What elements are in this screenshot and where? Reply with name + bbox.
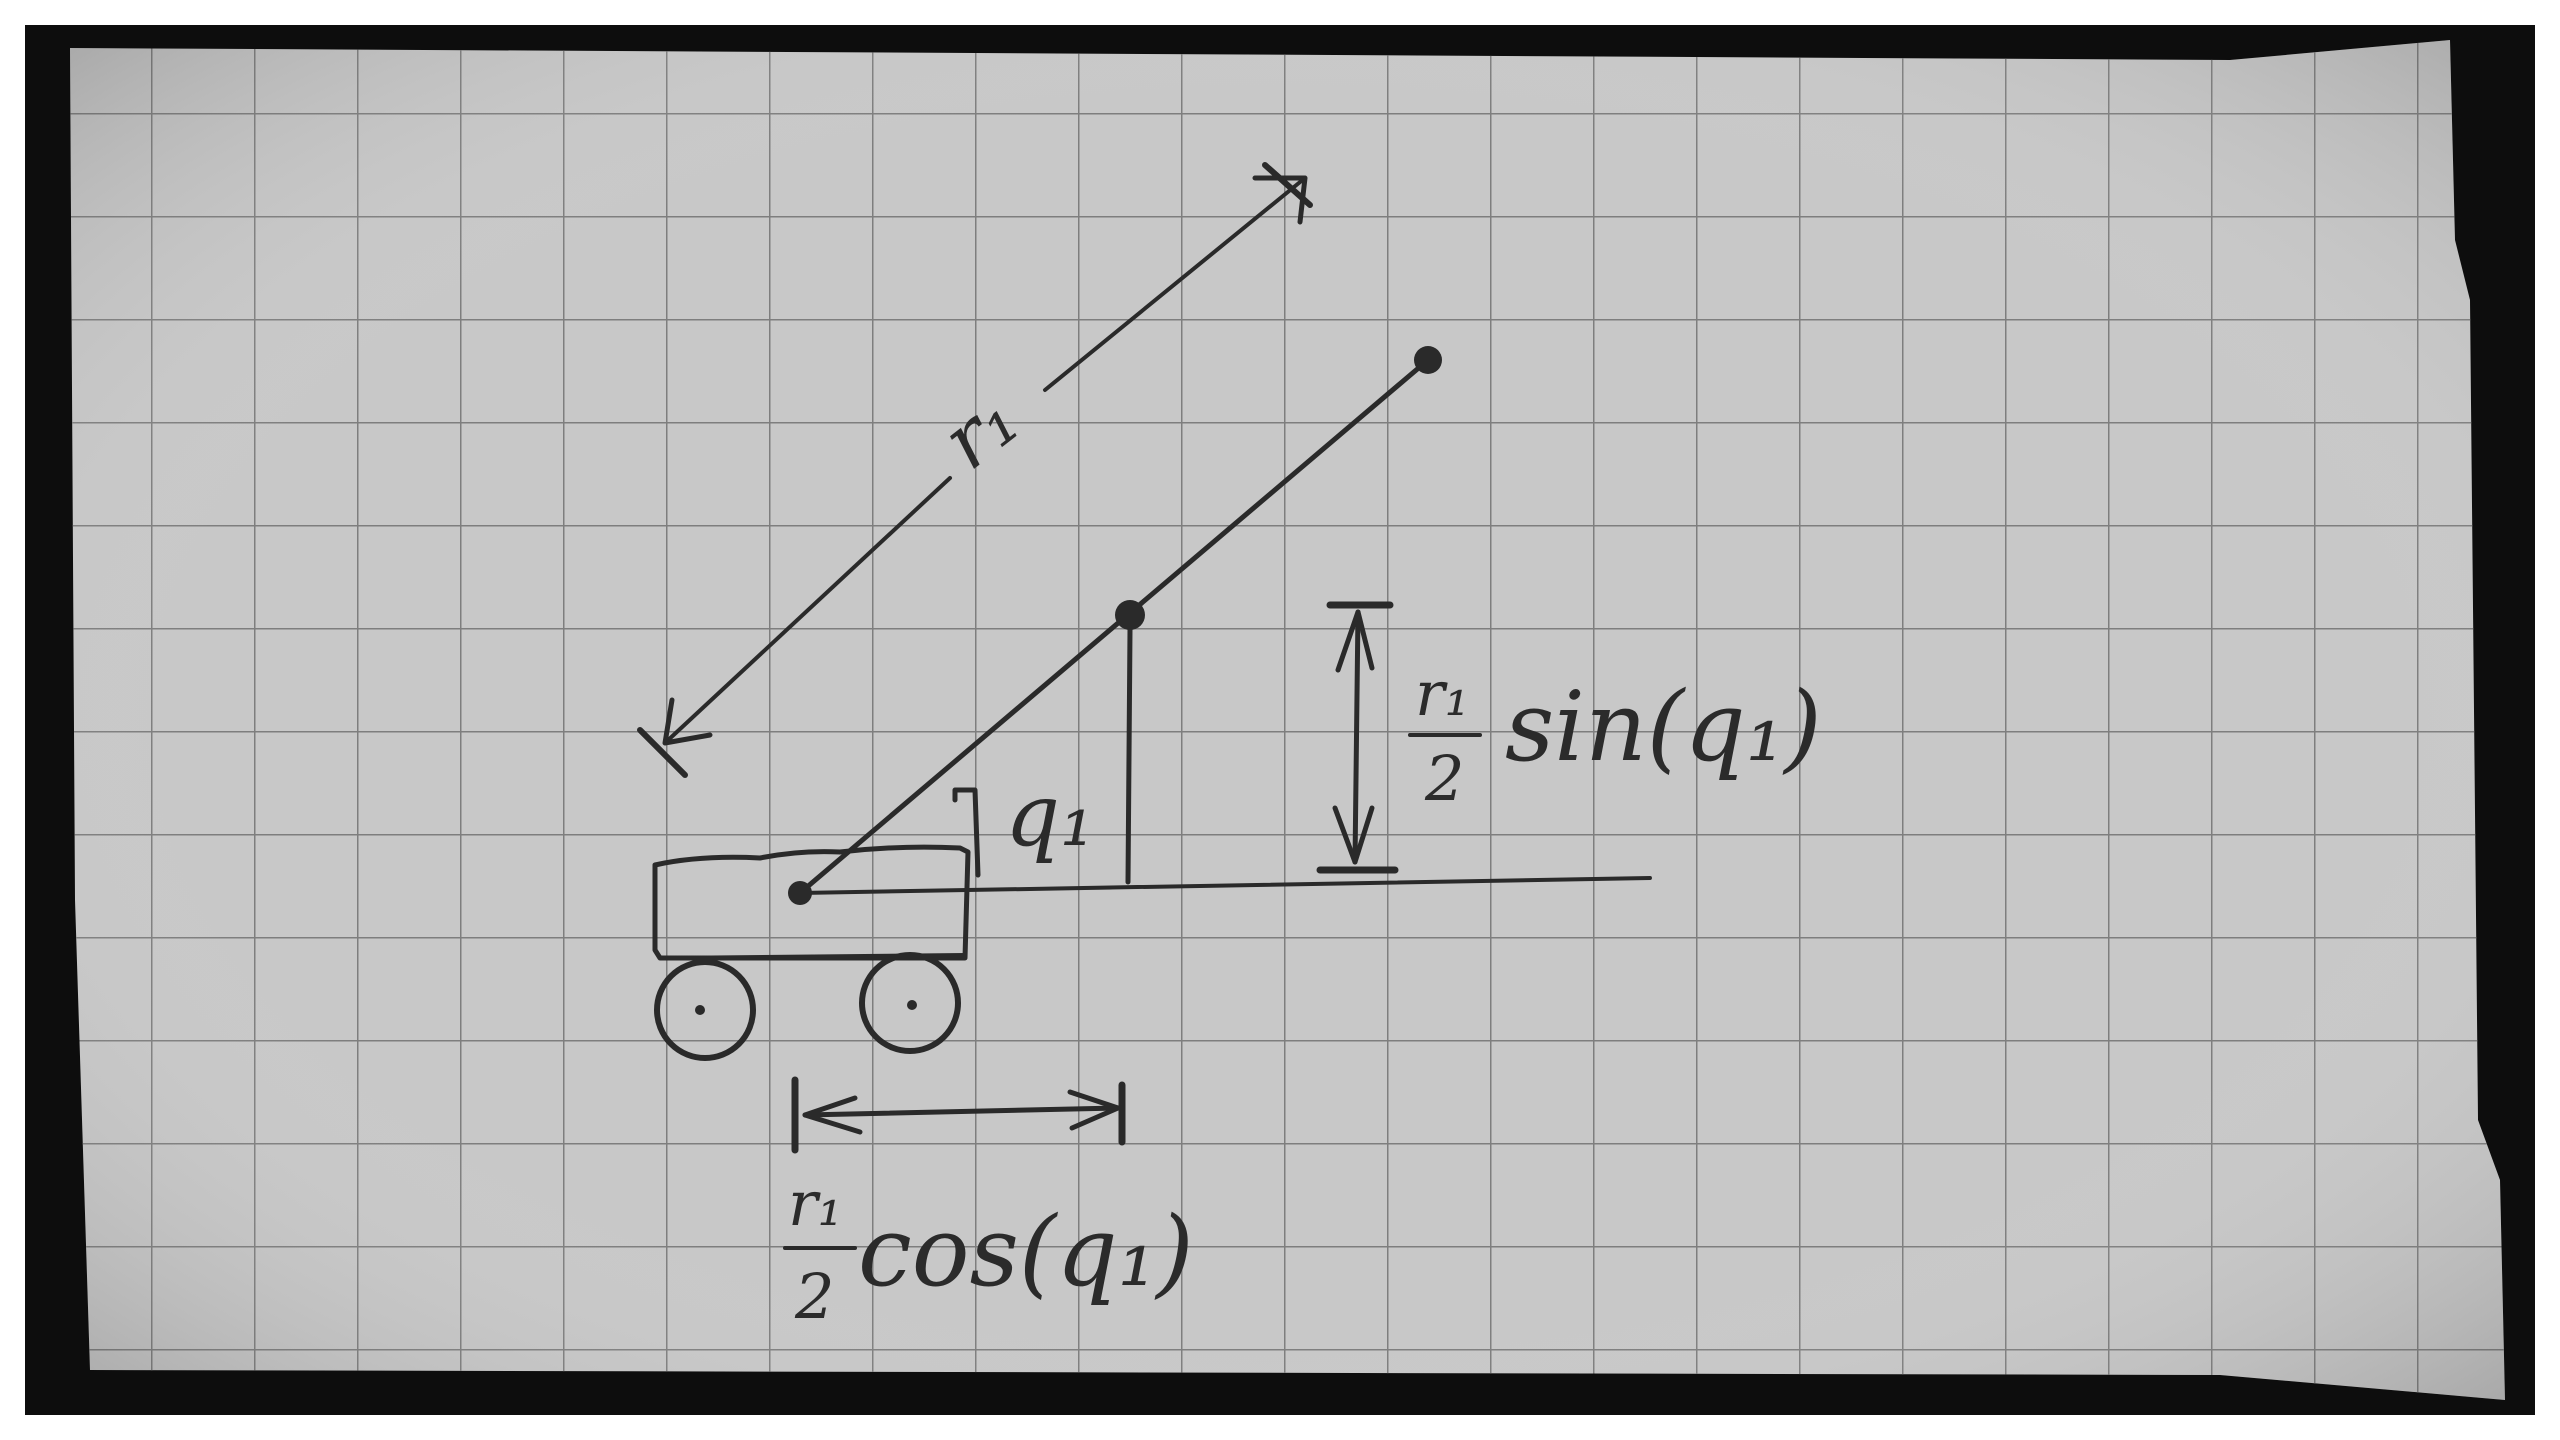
angle-label: q₁ <box>1005 766 1095 866</box>
sin-label: sin(q₁) <box>1505 671 1822 783</box>
sin-frac-denominator: 2 <box>1424 742 1464 815</box>
cart-wheel-right <box>859 952 961 1054</box>
sin-expression: r₁ 2 sin(q₁) <box>1408 657 1822 815</box>
center-of-mass-dot <box>1115 600 1145 630</box>
cos-label: cos(q₁) <box>858 1196 1194 1308</box>
arm-length-dimension <box>637 162 1313 778</box>
horizontal-reference-line <box>798 876 1652 895</box>
sin-frac-numerator: r₁ <box>1415 657 1470 730</box>
horizontal-dimension <box>791 1076 1126 1154</box>
vertical-dimension <box>1316 601 1399 874</box>
com-vertical-line <box>1125 627 1133 885</box>
cos-expression: r₁ 2 cos(q₁) <box>783 1167 1194 1333</box>
cos-frac-denominator: 2 <box>794 1260 834 1333</box>
cart <box>652 844 971 1061</box>
cart-wheel-left <box>654 959 756 1061</box>
angle-marker <box>952 787 981 878</box>
paper-shading <box>70 40 2505 1400</box>
arm-tip-dot <box>1414 346 1442 374</box>
cos-frac-numerator: r₁ <box>788 1167 843 1240</box>
